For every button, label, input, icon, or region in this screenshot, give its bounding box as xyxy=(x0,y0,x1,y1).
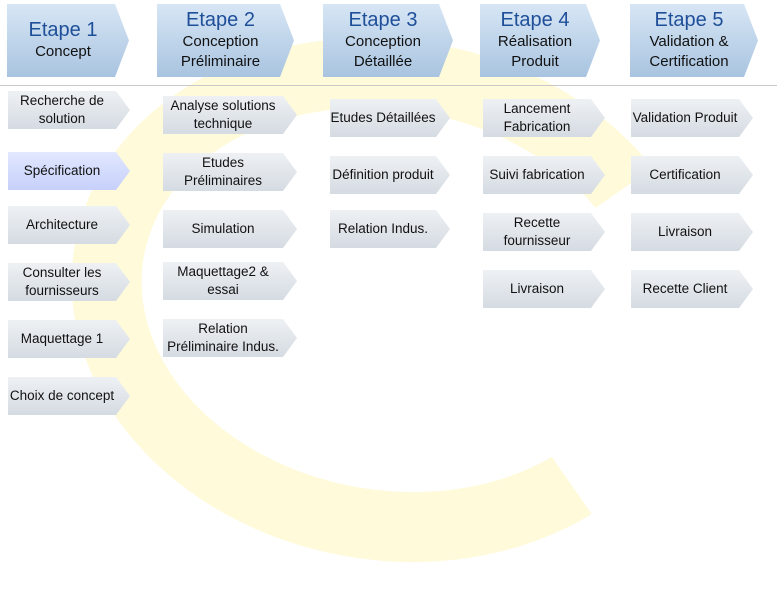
task-item: Recherche de solution xyxy=(8,91,130,129)
task-item: Recette Client xyxy=(631,270,753,308)
stage-3: Etape 3 Conception Détaillée xyxy=(323,4,453,77)
stage-4: Etape 4 Réalisation Produit xyxy=(480,4,600,77)
stage-1: Etape 1 Concept xyxy=(7,4,129,77)
task-item: Suivi fabrication xyxy=(483,156,605,194)
task-item: Validation Produit xyxy=(631,99,753,137)
stage-name: Conception Préliminaire xyxy=(180,33,261,70)
stage-number: Etape 3 xyxy=(348,9,418,31)
task-item: Définition produit xyxy=(330,156,450,194)
header-divider xyxy=(0,85,777,86)
stage-number: Etape 4 xyxy=(500,9,570,31)
task-item: Architecture xyxy=(8,206,130,244)
stage-name: Concept xyxy=(35,43,91,60)
stage-name: Conception Détaillée xyxy=(345,33,421,70)
task-item: Consulter les fournisseurs xyxy=(8,263,130,301)
task-item: Livraison xyxy=(631,213,753,251)
task-item: Spécification xyxy=(8,152,130,190)
stage-name: Validation & Certification xyxy=(649,33,729,70)
task-item: Recette fournisseur xyxy=(483,213,605,251)
stage-5: Etape 5 Validation & Certification xyxy=(630,4,758,77)
stage-number: Etape 1 xyxy=(28,19,98,41)
task-item: Analyse solutions technique xyxy=(163,96,297,134)
stage-number: Etape 5 xyxy=(654,9,724,31)
task-item: Maquettage2 & essai xyxy=(163,262,297,300)
task-item: Etudes Détaillées xyxy=(330,99,450,137)
stage-number: Etape 2 xyxy=(186,9,255,31)
stage-2: Etape 2 Conception Préliminaire xyxy=(157,4,294,77)
task-item: Certification xyxy=(631,156,753,194)
task-item: Maquettage 1 xyxy=(8,320,130,358)
task-item: Livraison xyxy=(483,270,605,308)
task-item: Relation Préliminaire Indus. xyxy=(163,319,297,357)
task-item: Choix de concept xyxy=(8,377,130,415)
task-item: Simulation xyxy=(163,210,297,248)
task-item: Etudes Préliminaires xyxy=(163,153,297,191)
task-item: Lancement Fabrication xyxy=(483,99,605,137)
stage-name: Réalisation Produit xyxy=(497,33,573,70)
task-item: Relation Indus. xyxy=(330,210,450,248)
